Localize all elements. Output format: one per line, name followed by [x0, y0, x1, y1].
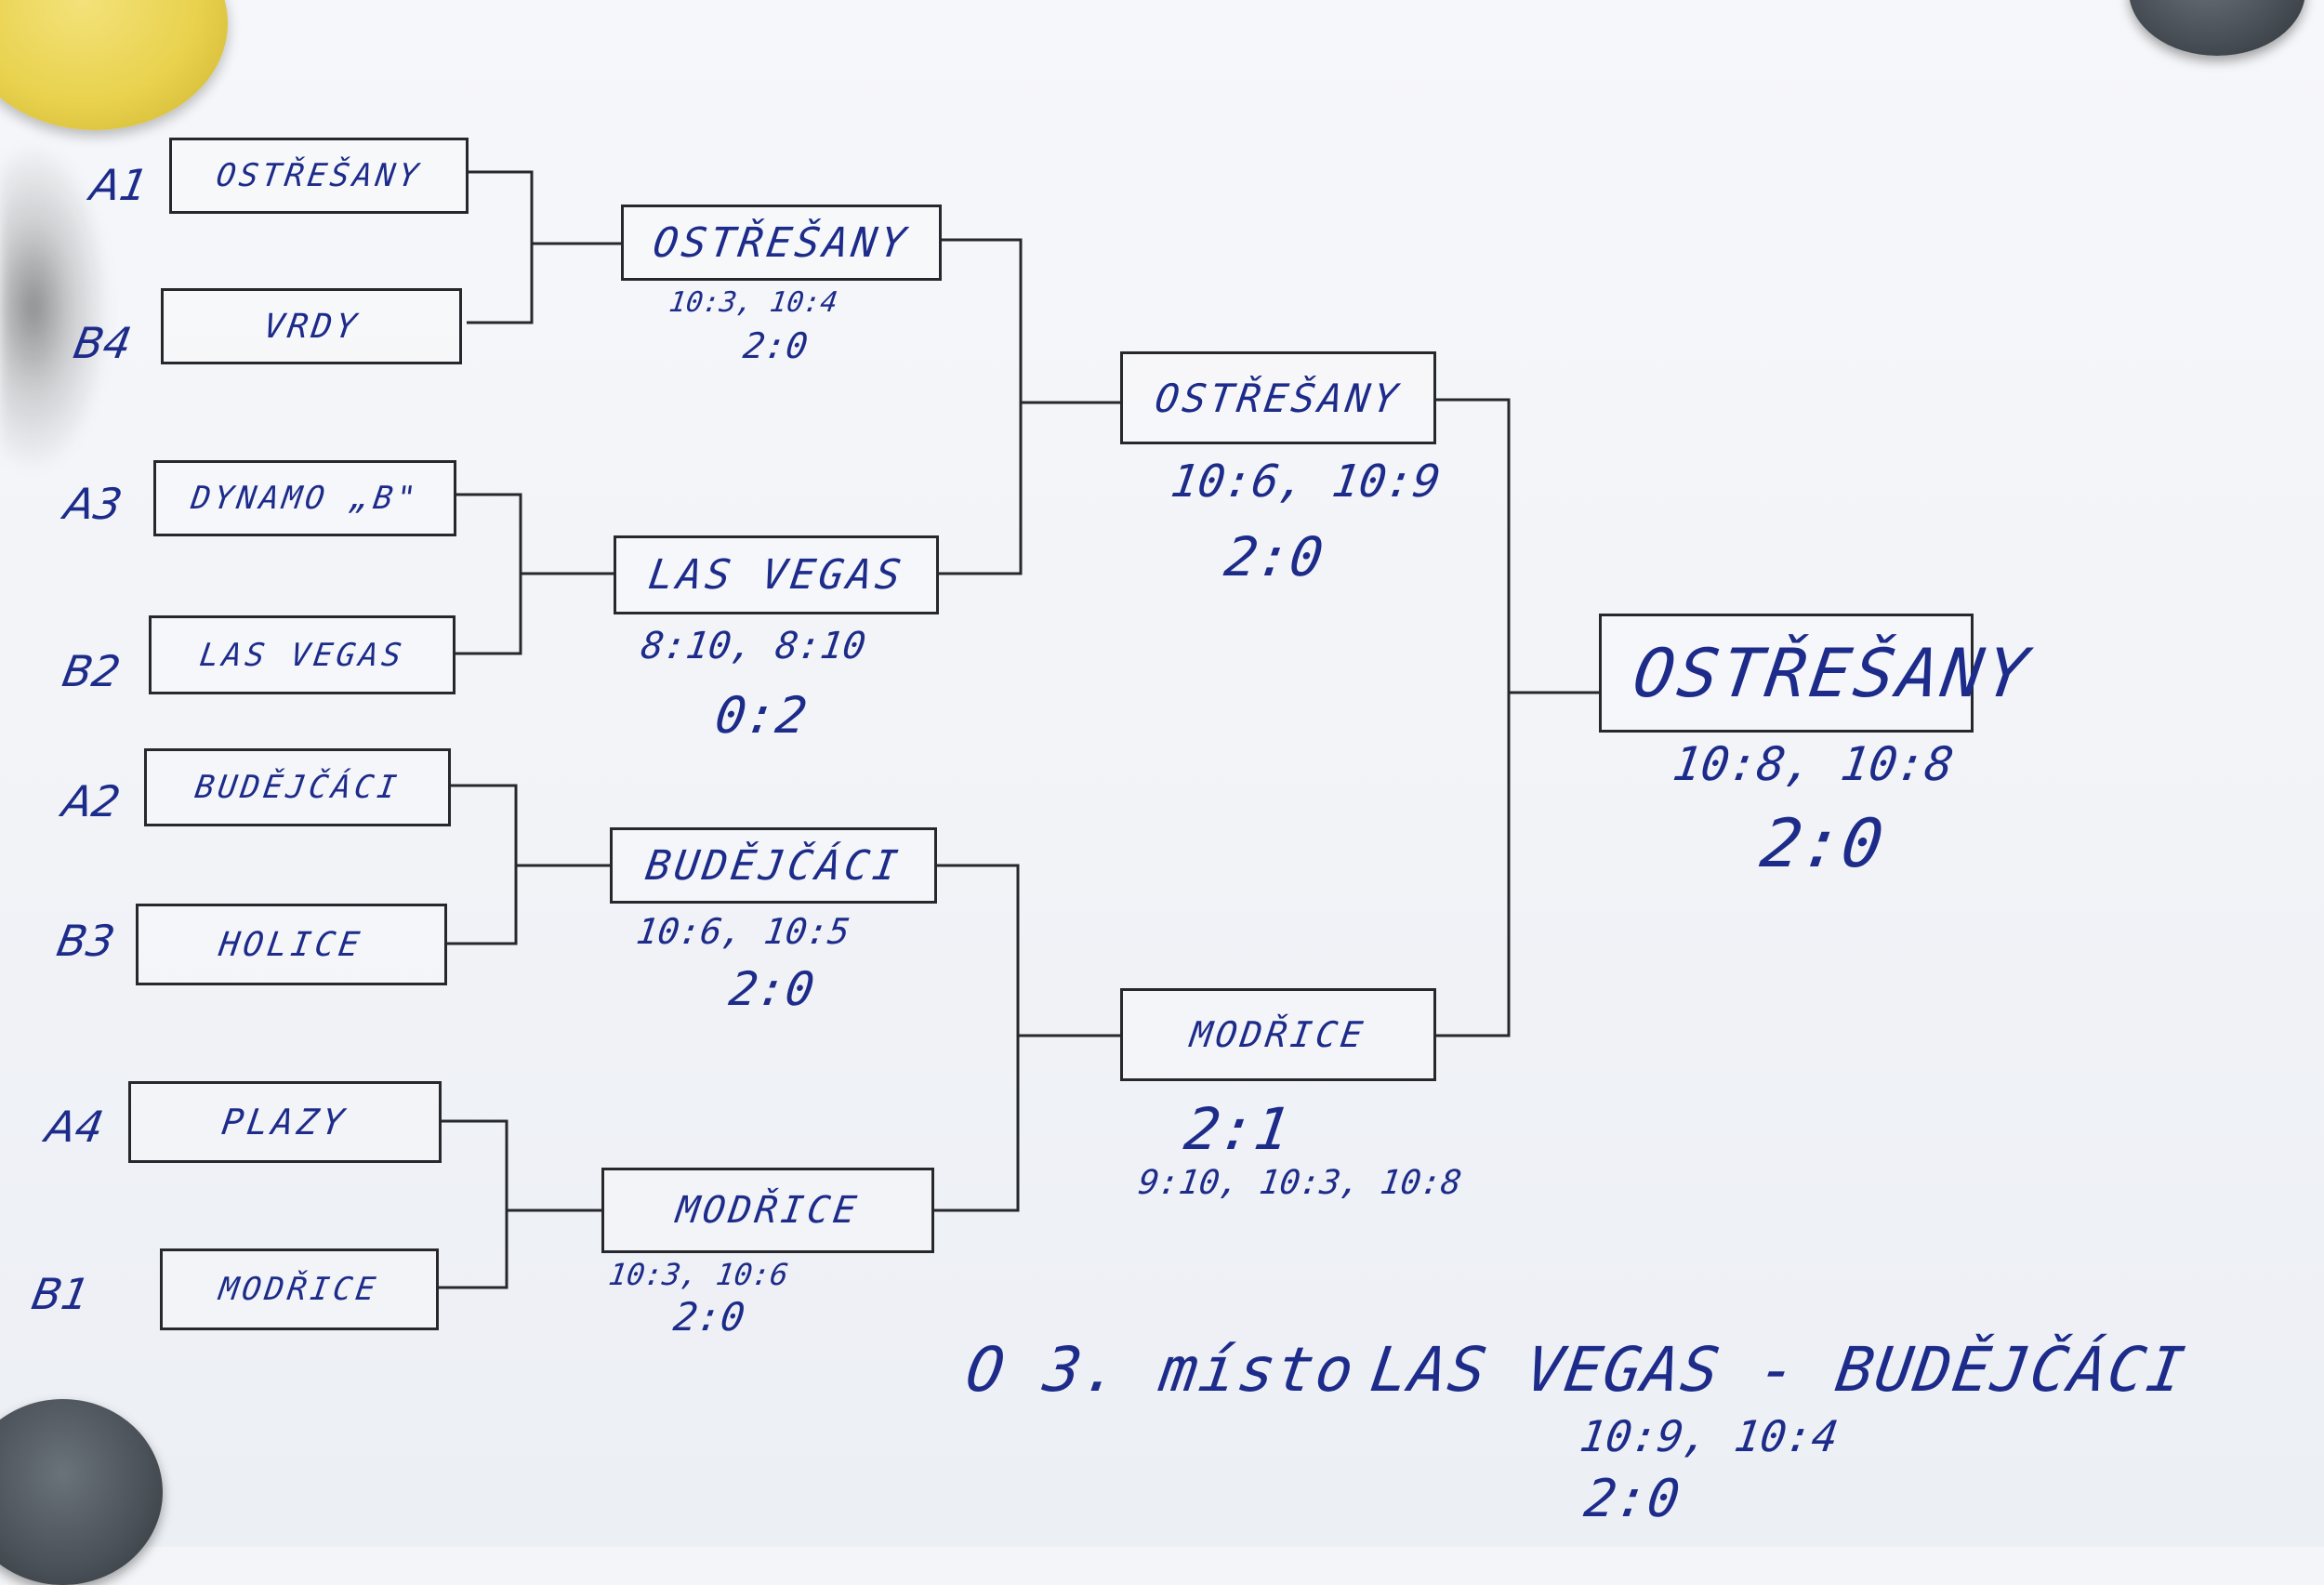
seed-label: B2: [59, 646, 125, 696]
match-result: 2:0: [1756, 804, 1888, 882]
connector-sf: [1436, 398, 1511, 1037]
team-name: OSTŘEŠANY: [650, 218, 913, 267]
team-name: BUDĚJČÁCI: [192, 769, 403, 806]
team-name: LAS VEGAS: [197, 636, 407, 674]
team-box-r1: MODŘICE: [160, 1248, 439, 1330]
toner-smudge: [0, 139, 112, 474]
paper-sheet: [0, 0, 2324, 1547]
third-place-match: LAS VEGAS - BUDĚJČÁCI: [1366, 1334, 2191, 1406]
team-box-r1: OSTŘEŠANY: [169, 138, 469, 214]
set-scores: 10:6, 10:9: [1168, 456, 1444, 508]
team-box-r1: HOLICE: [136, 904, 447, 985]
team-box-qf: OSTŘEŠANY: [621, 205, 942, 281]
team-name: PLAZY: [219, 1102, 350, 1143]
team-name: MODŘICE: [217, 1271, 382, 1308]
bracket-lines: [437, 170, 1599, 1289]
connector-qf-12: [939, 238, 1023, 575]
team-box-sf: OSTŘEŠANY: [1120, 351, 1436, 444]
seed-label: A1: [86, 160, 152, 210]
team-name: OSTŘEŠANY: [214, 157, 424, 194]
connector-qf-34: [934, 864, 1020, 1212]
team-box-r1: DYNAMO „B": [153, 460, 456, 536]
team-box-qf: BUDĚJČÁCI: [610, 827, 937, 904]
team-box-final: OSTŘEŠANY: [1599, 614, 2036, 733]
team-name: MODŘICE: [673, 1189, 863, 1232]
set-scores: 10:6, 10:5: [633, 911, 852, 952]
team-box-qf: LAS VEGAS: [614, 535, 939, 614]
team-name: DYNAMO „B": [188, 480, 422, 517]
set-scores: 8:10, 8:10: [638, 625, 869, 667]
team-name: MODŘICE: [1187, 1014, 1369, 1055]
team-box-r1: BUDĚJČÁCI: [144, 748, 451, 826]
seed-label: A2: [59, 776, 125, 826]
team-box-r1: VRDY: [161, 288, 462, 364]
match-result: 2:0: [740, 325, 811, 366]
seed-label: A3: [60, 479, 126, 529]
match-result: 2:0: [725, 962, 818, 1016]
set-scores: 10:3, 10:4: [667, 286, 840, 319]
seed-label: B3: [53, 916, 119, 966]
seed-label: A4: [42, 1102, 108, 1152]
match-result: 2:0: [670, 1294, 748, 1340]
set-scores: 10:8, 10:8: [1669, 737, 1958, 791]
connector-r1-2: [453, 493, 522, 655]
set-scores: 9:10, 10:3, 10:8: [1136, 1164, 1464, 1202]
third-place-label: O 3. místo: [961, 1334, 1360, 1406]
team-name: VRDY: [260, 307, 363, 346]
team-name: LAS VEGAS: [645, 551, 907, 599]
team-name: BUDĚJČÁCI: [642, 841, 905, 890]
champion-name: OSTŘEŠANY: [1629, 634, 2037, 712]
connector-r1-1: [467, 170, 534, 324]
match-result: 2:1: [1180, 1095, 1295, 1163]
connector-r1-3: [446, 784, 518, 945]
team-box-r1: LAS VEGAS: [149, 615, 456, 694]
connector-r1-4: [437, 1119, 508, 1289]
third-place-result: 2:0: [1580, 1469, 1684, 1529]
team-name: OSTŘEŠANY: [1152, 375, 1405, 421]
set-scores: 10:3, 10:6: [606, 1257, 791, 1292]
team-name: HOLICE: [217, 925, 366, 964]
team-box-sf: MODŘICE: [1120, 988, 1436, 1081]
match-result: 2:0: [1221, 525, 1327, 588]
seed-label: B4: [70, 318, 136, 368]
third-place-sets: 10:9, 10:4: [1577, 1411, 1842, 1461]
match-result: 0:2: [711, 686, 811, 745]
team-box-r1: PLAZY: [128, 1081, 442, 1163]
seed-label: B1: [28, 1269, 94, 1319]
team-box-qf: MODŘICE: [601, 1168, 934, 1253]
